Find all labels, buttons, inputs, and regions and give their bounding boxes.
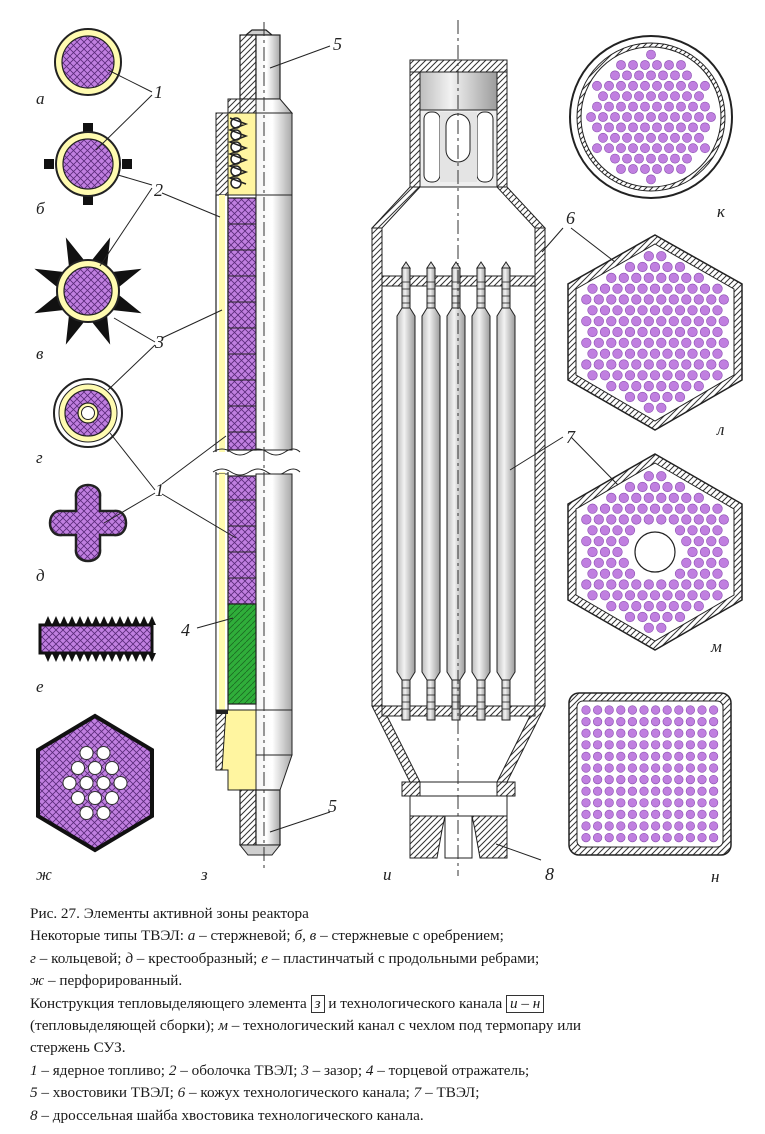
caption-text: – зазор;: [308, 1061, 366, 1079]
caption-text: – перфорированный.: [44, 972, 183, 990]
caption-key: 4: [365, 1061, 374, 1079]
fuel-rod-section-b: [44, 123, 132, 205]
channel-section-k: [569, 35, 733, 199]
caption-line-8: 1 – ядерное топливо; 2 – оболочка ТВЭЛ; …: [30, 1060, 750, 1082]
center-axes: [263, 20, 459, 876]
channel-section-m: [567, 453, 743, 651]
caption-key: ж: [30, 972, 45, 990]
callout-1-mid: 1: [155, 480, 164, 500]
channel-section-n: [568, 692, 732, 856]
caption-text: – ТВЭЛ;: [421, 1084, 480, 1102]
reactor-core-diagram: а б в г д е ж з и к л м н 1 2 3 1 4 5 5 …: [34, 20, 743, 886]
label-k: к: [717, 202, 726, 221]
label-l: л: [716, 420, 724, 439]
figure-caption: Рис. 27. Элементы активной зоны реактора…: [30, 903, 750, 1127]
fuel-rod-section-d: [48, 483, 128, 563]
label-a: а: [36, 89, 45, 108]
caption-text: – дроссельная шайба хвостовика технологи…: [37, 1106, 424, 1124]
label-z: з: [200, 865, 208, 884]
callout-5-top: 5: [333, 34, 342, 54]
caption-line-4: ж – перфорированный.: [30, 970, 750, 992]
channel-section-l: [567, 234, 743, 431]
caption-line-9: 5 – хвостовики ТВЭЛ; 6 – кожух технологи…: [30, 1082, 750, 1104]
caption-key: а: [187, 927, 196, 945]
caption-text: – кожух технологического канала;: [185, 1084, 414, 1102]
callout-2: 2: [154, 180, 163, 200]
label-n: н: [711, 867, 719, 886]
caption-key: б, в: [294, 927, 317, 945]
caption-key: и – н: [506, 994, 545, 1013]
caption-line-6: (тепловыделяющей сборки); м – технологич…: [30, 1015, 750, 1037]
label-d: д: [36, 566, 45, 585]
label-e: е: [36, 677, 44, 696]
label-v: в: [36, 344, 44, 363]
caption-text: – ядерное топливо;: [37, 1061, 169, 1079]
callout-8: 8: [545, 864, 554, 884]
technological-channel: [370, 59, 547, 859]
caption-key: 5: [30, 1084, 38, 1102]
fuel-rod-section-v: [34, 237, 142, 345]
caption-key: 2: [168, 1061, 177, 1079]
callout-5-bottom: 5: [328, 796, 337, 816]
caption-text: (тепловыделяющей сборки);: [30, 1017, 219, 1035]
label-b: б: [36, 199, 45, 218]
caption-key: з: [310, 994, 325, 1013]
caption-text: – хвостовики ТВЭЛ;: [37, 1084, 178, 1102]
caption-line-5: Конструкция тепловыделяющего элемента з …: [30, 993, 750, 1015]
caption-key: е: [261, 949, 268, 967]
fuel-rod-section-e: [38, 616, 156, 662]
fuel-rod-section-a: [54, 28, 122, 96]
fuel-rod-section-zh: [36, 713, 154, 853]
caption-text: – торцевой отражатель;: [373, 1061, 530, 1079]
caption-text: Конструкция тепловыделяющего элемента: [30, 994, 311, 1012]
caption-text: – кольцевой;: [35, 949, 126, 967]
fuel-element-longitudinal: [205, 29, 305, 856]
label-m: м: [710, 637, 722, 656]
caption-text: – технологический канал с чехлом под тер…: [227, 1017, 582, 1035]
caption-line-2: Некоторые типы ТВЭЛ: а – стержневой; б, …: [30, 925, 750, 947]
caption-text: Некоторые типы ТВЭЛ:: [30, 927, 188, 945]
callout-3: 3: [154, 332, 164, 352]
caption-key: г: [30, 949, 36, 967]
callout-1-top: 1: [154, 82, 163, 102]
leader-lines: [95, 45, 619, 861]
caption-line-3: г – кольцевой; д – крестообразный; е – п…: [30, 948, 750, 970]
caption-text: – оболочка ТВЭЛ;: [176, 1061, 302, 1079]
caption-key: 3: [301, 1061, 309, 1079]
label-zh: ж: [36, 865, 52, 884]
caption-line-7: стержень СУЗ.: [30, 1039, 126, 1057]
fuel-rod-section-g: [53, 378, 123, 448]
caption-key: 7: [413, 1084, 422, 1102]
caption-text: – пластинчатый с продольными ребрами;: [267, 949, 540, 967]
caption-key: м: [218, 1017, 228, 1035]
caption-text: и технологического канала: [324, 994, 507, 1012]
caption-text: – стержневой;: [195, 927, 295, 945]
caption-key: 8: [30, 1106, 38, 1124]
caption-line-10: 8 – дроссельная шайба хвостовика техноло…: [30, 1105, 750, 1127]
caption-key: д: [125, 949, 133, 967]
label-i: и: [383, 865, 392, 884]
caption-key: 1: [30, 1061, 38, 1079]
caption-title: Рис. 27. Элементы активной зоны реактора: [30, 905, 309, 922]
callout-4: 4: [181, 620, 190, 640]
caption-key: 6: [177, 1084, 186, 1102]
callout-7: 7: [566, 427, 576, 447]
callout-6: 6: [566, 208, 575, 228]
caption-text: – стержневые с оребрением;: [316, 927, 504, 945]
label-g: г: [36, 448, 43, 467]
caption-text: – крестообразный;: [133, 949, 262, 967]
